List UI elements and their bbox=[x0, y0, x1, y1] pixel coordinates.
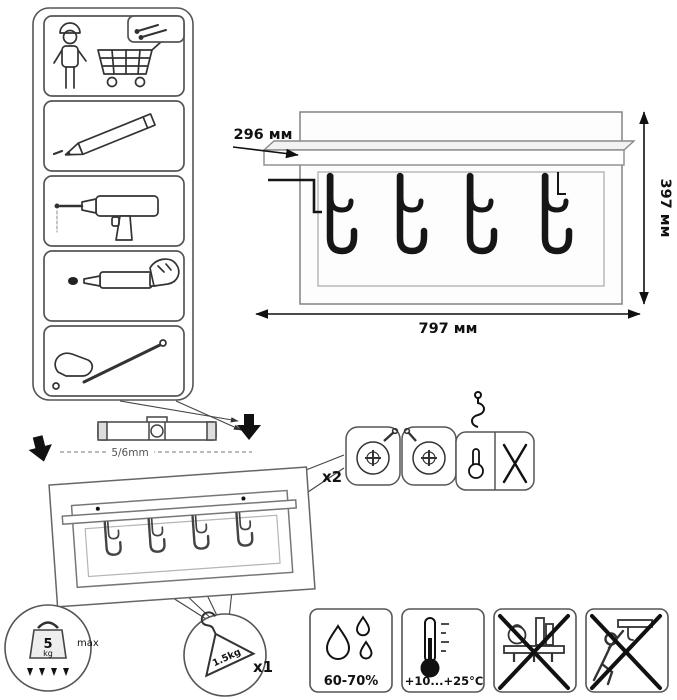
humidity-box: 60-70% bbox=[309, 608, 393, 693]
height-label: 397 мм bbox=[657, 178, 673, 237]
product-view: 296 мм 397 мм 797 мм bbox=[232, 111, 673, 337]
spirit-level-icon bbox=[97, 416, 217, 441]
dimension-depth: 296 мм bbox=[232, 127, 299, 159]
tool-step-mark bbox=[43, 100, 185, 172]
tools-panel bbox=[32, 7, 194, 401]
coat-hooks bbox=[326, 172, 573, 255]
tool-step-buy bbox=[43, 15, 185, 97]
hand-icon bbox=[149, 258, 180, 287]
wall-hook-icon bbox=[471, 391, 485, 428]
thermometer-icon bbox=[420, 617, 449, 678]
mount-point bbox=[241, 496, 246, 501]
wrong-way-x-icon bbox=[502, 443, 528, 484]
drill-icon bbox=[54, 195, 159, 241]
side-rail bbox=[268, 178, 322, 214]
weight-icon bbox=[29, 621, 67, 659]
no-climbing-box bbox=[585, 608, 669, 693]
right-bracket bbox=[557, 172, 566, 195]
panel-inner-frame bbox=[317, 171, 605, 287]
hook-icon bbox=[541, 172, 573, 255]
humidity-label: 60-70% bbox=[324, 674, 379, 689]
load-direction-arrows bbox=[27, 668, 69, 676]
keyhole-detail bbox=[455, 391, 535, 491]
prohibition-x-icon bbox=[498, 614, 570, 690]
no-heavy-objects-box bbox=[493, 608, 577, 693]
hook-qty-label: x1 bbox=[253, 658, 273, 676]
hardware-detail: x2 bbox=[322, 391, 535, 491]
shelf-load-unit: kg bbox=[43, 649, 53, 658]
hook-load-limit: 1.5kg x1 bbox=[183, 611, 273, 697]
width-label: 797 мм bbox=[418, 321, 477, 337]
water-drops-icon bbox=[325, 615, 373, 660]
fitting-2 bbox=[401, 426, 457, 486]
shelf-top bbox=[262, 140, 636, 151]
fitting-1 bbox=[345, 426, 401, 486]
shelf-front bbox=[263, 149, 625, 166]
hardware-qty-label: x2 bbox=[322, 468, 342, 486]
hook-icon bbox=[466, 172, 498, 255]
hook-icon bbox=[326, 172, 358, 255]
shelf-load-max-label: max bbox=[77, 638, 99, 649]
shelf-load-limit: 5 kg max bbox=[4, 604, 99, 692]
temperature-label: +10...+25°C bbox=[405, 674, 484, 688]
prohibition-x-icon bbox=[590, 614, 662, 690]
dimension-height: 397 мм bbox=[639, 111, 673, 305]
tool-step-drill bbox=[43, 175, 185, 247]
mount-arrow-right-icon bbox=[237, 414, 261, 440]
temperature-box: +10...+25°C bbox=[401, 608, 485, 693]
dimension-width: 797 мм bbox=[255, 309, 641, 337]
tool-step-fasten bbox=[43, 325, 185, 397]
tool-step-glue bbox=[43, 250, 185, 322]
mini-hooks bbox=[103, 511, 254, 556]
drill-size-label: 5/6mm bbox=[111, 447, 148, 459]
screws-box-icon bbox=[127, 15, 185, 43]
shelf-load-value: 5 bbox=[43, 637, 52, 652]
mount-point bbox=[95, 506, 100, 511]
depth-label: 296 мм bbox=[233, 127, 292, 143]
keyhole-slot-icon bbox=[468, 448, 484, 479]
hook-icon bbox=[396, 172, 428, 255]
mounting-diagram: 5/6mm bbox=[28, 414, 316, 608]
pencil-icon bbox=[64, 113, 156, 156]
mount-arrow-left-icon bbox=[28, 435, 52, 462]
bolt-hand-icon bbox=[52, 339, 167, 390]
wall-mounted-product bbox=[48, 466, 316, 608]
